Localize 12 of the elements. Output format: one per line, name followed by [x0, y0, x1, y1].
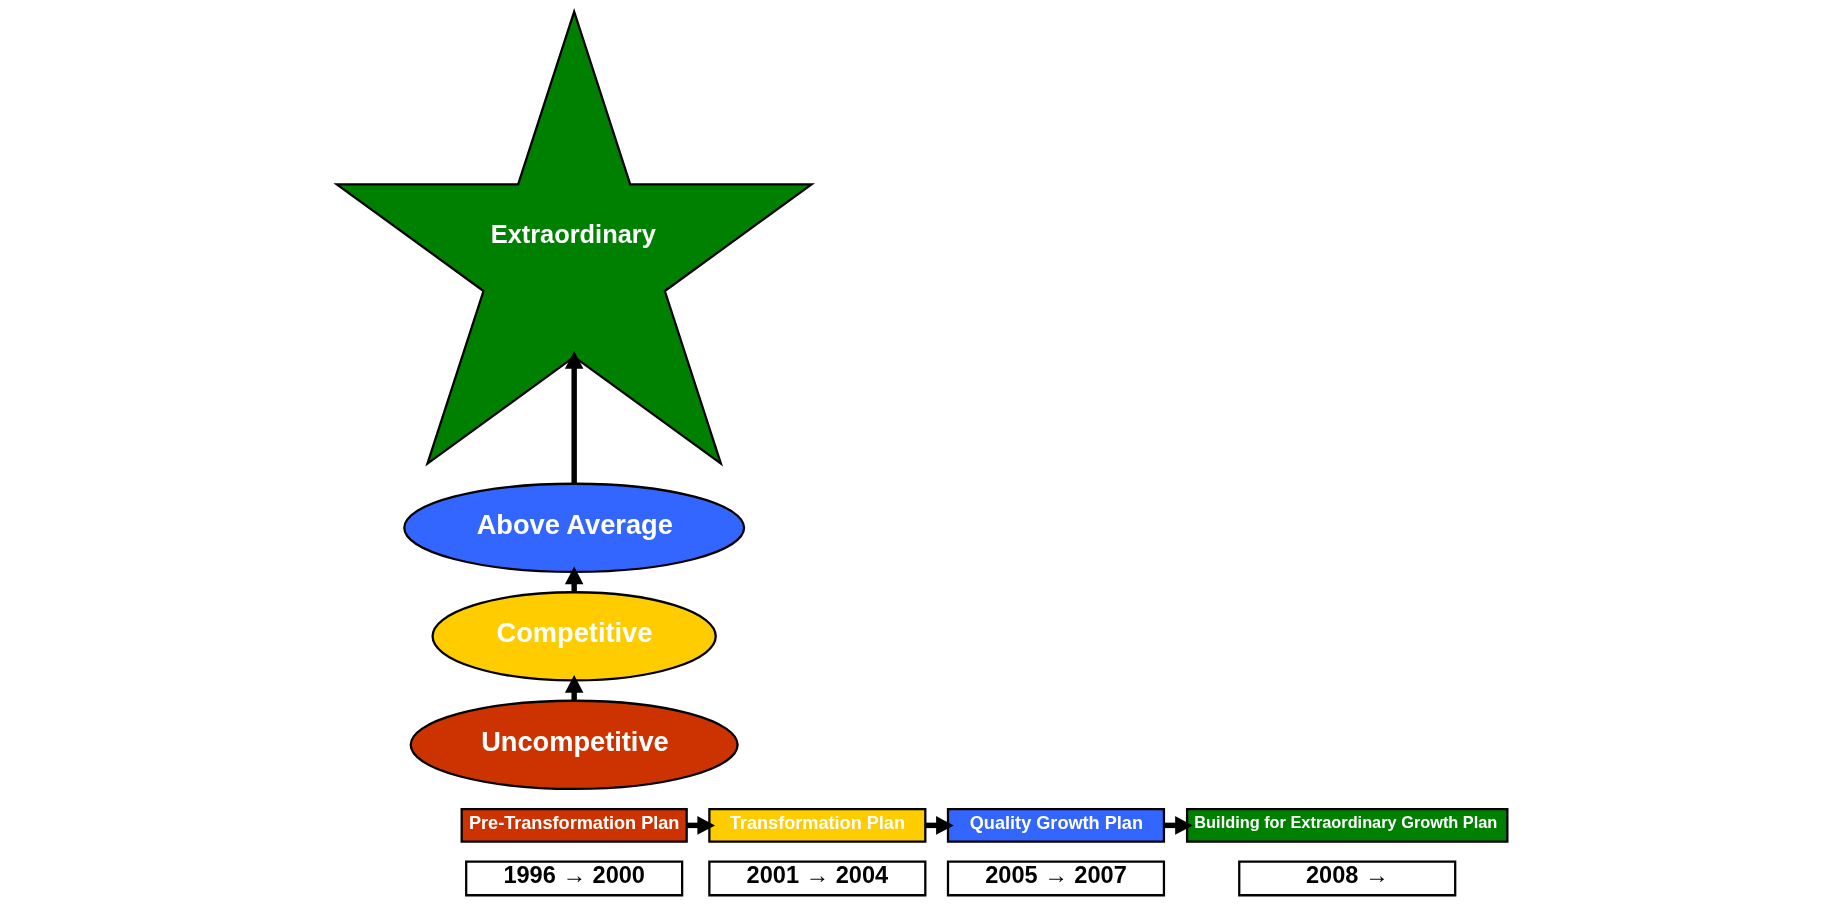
node-box: Quality Growth Plan: [946, 807, 1166, 843]
node-box: 2001 → 2004: [708, 860, 927, 897]
node-box: Building for Extraordinary Growth Plan: [1185, 807, 1509, 843]
node-box: Transformation Plan: [708, 807, 927, 843]
node-box: 2005 → 2007: [946, 860, 1166, 897]
node-box: Pre-Transformation Plan: [460, 807, 688, 843]
node-ellipse: Uncompetitive: [409, 699, 739, 791]
node-box: 1996 → 2000: [465, 860, 684, 897]
arrow: [564, 351, 584, 484]
node-box: 2008 →: [1238, 860, 1457, 897]
node-ellipse: Above Average: [403, 482, 746, 574]
node-ellipse: Competitive: [431, 591, 717, 682]
